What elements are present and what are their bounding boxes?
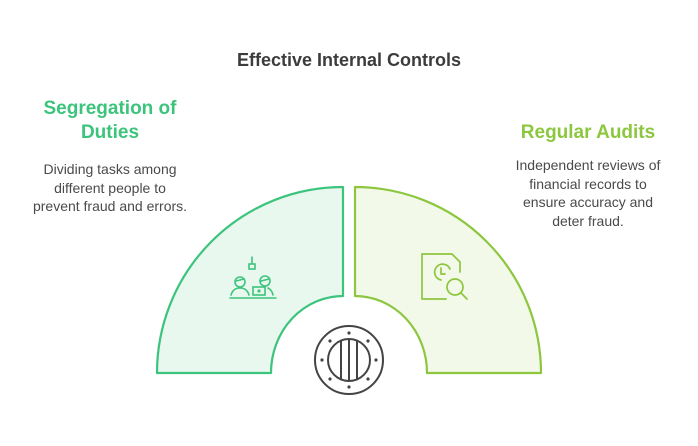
right-desc-line2: financial records to [529,175,647,192]
right-segment [353,185,543,375]
right-heading: Regular Audits [520,122,656,143]
right-desc-line1: Independent reviews of [515,157,661,173]
document-clock-search-icon [421,253,468,300]
diagram-title: Effective Internal Controls [236,50,462,70]
left-description: Dividing tasks among different people to… [10,160,210,216]
left-heading-line1: Segregation of [43,98,177,119]
right-desc-line4: deter fraud. [552,212,624,229]
left-segment [155,185,345,375]
left-desc-line1: Dividing tasks among [43,161,177,177]
left-heading-line2: Duties [80,122,140,143]
people-at-desk-icon [229,256,277,299]
right-desc-line3: ensure accuracy and [523,194,653,210]
left-desc-line2: different people to [54,179,166,196]
left-desc-line3: prevent fraud and errors. [32,198,188,214]
right-description: Independent reviews of financial records… [488,156,688,230]
left-heading: Segregation of Duties [10,97,210,145]
vault-hatch-icon [314,325,384,395]
